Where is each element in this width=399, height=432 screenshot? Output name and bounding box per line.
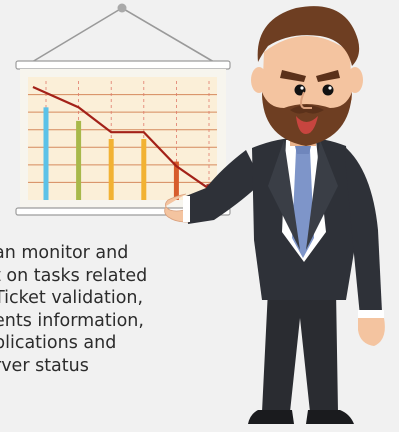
man-pointing-hand [164,193,189,223]
man-hair [257,6,360,66]
board-nail [117,3,127,13]
chart-bar [173,161,179,200]
man-lapel-right [306,140,338,250]
man-eyebrow-left [280,70,306,82]
man-lapel-left [268,140,300,250]
man-eye-left-glint [300,86,304,90]
man-eye-right-glint [328,86,332,90]
man-left-cuff [183,196,190,222]
man-right-arm [344,146,382,316]
chart-bar [76,120,82,200]
man-mouth [296,116,318,134]
description-line-2: t on tasks related [0,265,148,286]
chart-vertical-guides [45,81,210,200]
chart-bar [108,138,114,200]
man-eye-right [322,84,334,96]
man-beard [262,92,352,146]
board-string-left [31,7,123,63]
man-legs [262,290,338,412]
description-line-3: Ticket validation, [0,288,144,309]
man-nose [300,91,312,109]
description-line-6: rver status [0,355,89,376]
businessman-illustration [164,6,385,424]
presentation-board-icon [15,3,231,216]
board-chart-area [28,77,217,200]
man-left-shoe [248,410,294,424]
man-mustache [290,105,324,114]
description-line-5: plications and [0,333,117,354]
description-line-4: ents information, [0,310,144,331]
man-eyebrow-right [316,70,340,82]
chart-bar [43,107,49,200]
board-top-rail [15,60,231,70]
man-tie [292,150,314,258]
description-line-1: an monitor and [0,243,129,263]
man-right-cuff [358,310,384,318]
chart-bar [141,138,147,200]
board-string-right [121,7,215,63]
man-right-hand [358,318,385,346]
man-right-shoe [306,410,354,424]
description-text: an monitor and t on tasks related Ticket… [0,242,224,378]
chart-gridlines [28,94,217,183]
man-left-arm [186,150,262,224]
